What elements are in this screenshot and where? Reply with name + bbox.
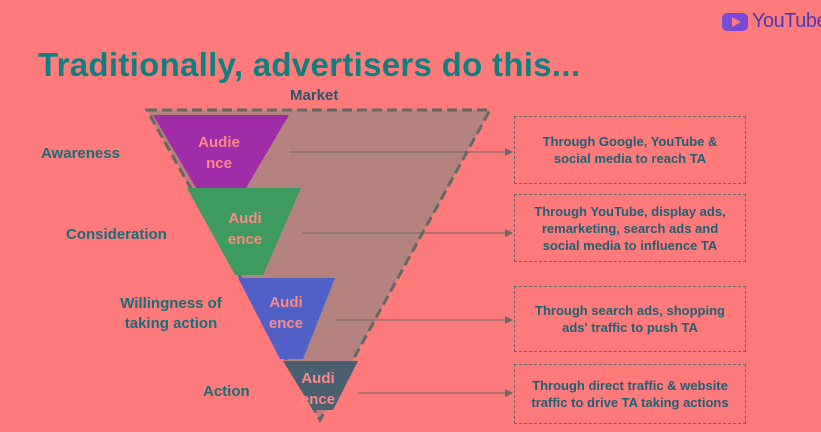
channel-box-action: Through direct traffic & website traffic… xyxy=(514,364,746,424)
audience-label-action: Audi ence xyxy=(300,370,336,408)
channel-box-willingness: Through search ads, shopping ads' traffi… xyxy=(514,286,746,352)
action-segment xyxy=(283,361,358,410)
channel-box-consideration: Through YouTube, display ads, remarketin… xyxy=(514,194,746,262)
channel-box-awareness: Through Google, YouTube & social media t… xyxy=(514,116,746,184)
youtube-logo: YouTube xyxy=(722,10,821,33)
stage-label-consideration: Consideration xyxy=(66,226,167,243)
audience-label-awareness: Audie nce xyxy=(198,134,240,172)
audience-label-consideration: Audi ence xyxy=(227,210,263,248)
youtube-play-icon xyxy=(722,12,748,31)
stage-label-willingness: Willingness of taking action xyxy=(120,295,222,332)
market-label: Market xyxy=(290,87,339,104)
slide-title: Traditionally, advertisers do this... xyxy=(38,46,581,83)
audience-label-willingness: Audi ence xyxy=(268,294,304,332)
stage-label-awareness: Awareness xyxy=(41,145,120,162)
youtube-wordmark: YouTube xyxy=(752,10,821,32)
willingness-segment xyxy=(238,278,335,359)
consideration-segment xyxy=(187,188,301,275)
stage-label-action: Action xyxy=(203,383,250,400)
awareness-segment xyxy=(153,115,289,188)
